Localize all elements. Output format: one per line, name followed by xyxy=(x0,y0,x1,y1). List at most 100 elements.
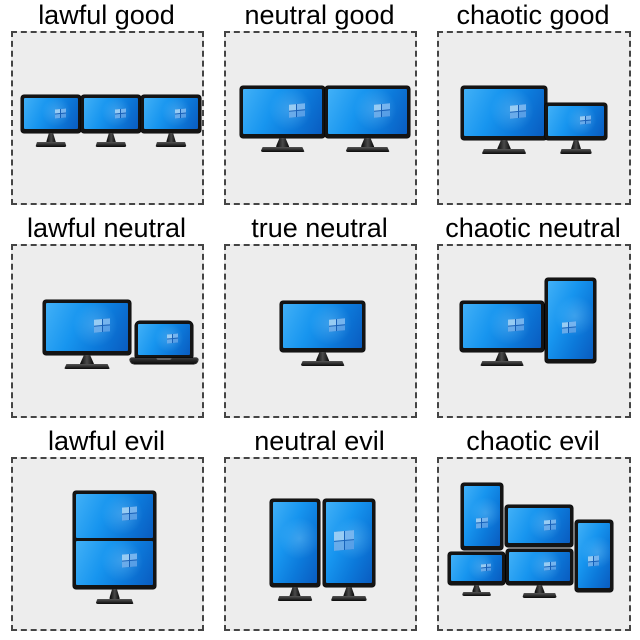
monitor-stand-neck xyxy=(534,585,545,593)
monitor-stand-neck xyxy=(289,587,301,596)
monitor-landscape xyxy=(505,505,573,547)
monitor-stand-base xyxy=(260,147,305,152)
panel-lawful-good xyxy=(11,31,204,205)
cell-title: lawful neutral xyxy=(26,213,187,243)
monitor-stand-base xyxy=(330,596,368,601)
monitor-landscape-small xyxy=(545,103,607,154)
monitor-portrait xyxy=(323,499,375,601)
monitor-landscape xyxy=(43,300,131,369)
monitor-screen xyxy=(508,508,570,543)
monitor-screen xyxy=(243,89,322,134)
monitor-landscape xyxy=(506,549,573,598)
monitor-screen-top xyxy=(76,494,153,538)
monitor-portrait xyxy=(270,499,320,601)
cell-title: lawful evil xyxy=(47,426,166,456)
monitor-screen-bottom xyxy=(76,541,153,585)
monitor-bezel xyxy=(545,103,607,140)
monitor-screen xyxy=(509,552,570,581)
panel-neutral-good xyxy=(224,31,417,205)
monitor-screen xyxy=(451,555,502,581)
laptop-bezel xyxy=(135,321,193,358)
windows-logo-icon xyxy=(55,108,67,118)
monitor-screen xyxy=(328,89,407,134)
panel-true-neutral xyxy=(224,244,417,418)
monitor-screen xyxy=(144,98,198,129)
monitor-screen xyxy=(84,98,138,129)
panel-lawful-evil xyxy=(11,457,204,631)
monitor-stand-neck xyxy=(571,140,581,149)
monitor-stand-neck xyxy=(109,589,120,599)
panel-chaotic-evil xyxy=(437,457,631,631)
monitor-bezel xyxy=(43,300,131,355)
monitor-screen xyxy=(24,98,78,129)
panel-lawful-neutral xyxy=(11,244,204,418)
panel-neutral-evil xyxy=(224,457,417,631)
windows-logo-icon xyxy=(122,506,138,522)
windows-logo-icon xyxy=(328,318,345,332)
monitor-landscape xyxy=(240,86,325,152)
monitor-stand-base xyxy=(95,142,127,147)
monitor-landscape xyxy=(280,301,365,366)
windows-logo-icon xyxy=(510,104,527,119)
monitor-stand-neck xyxy=(495,352,509,361)
monitor-landscape xyxy=(21,95,81,147)
monitor-screen xyxy=(578,523,610,588)
monitor-stand-neck xyxy=(343,587,355,596)
monitor-screen xyxy=(326,502,372,583)
monitor-stand-base xyxy=(522,593,557,598)
windows-logo-icon xyxy=(475,517,488,529)
monitor-bezel xyxy=(505,505,573,547)
stacked-screens xyxy=(76,494,153,585)
monitor-bezel xyxy=(81,95,141,133)
laptop-screen xyxy=(138,324,190,355)
cell-title: true neutral xyxy=(251,213,388,243)
monitor-stand-neck xyxy=(360,138,375,147)
monitor-screen xyxy=(464,89,544,136)
monitor-screen xyxy=(548,106,604,136)
monitor-portrait xyxy=(461,483,503,550)
cell-lawful-neutral: lawful neutral xyxy=(0,213,213,426)
cell-chaotic-evil: chaotic evil xyxy=(426,426,640,640)
monitor-stand-neck xyxy=(166,133,176,142)
cell-title: lawful good xyxy=(38,0,175,30)
windows-logo-icon xyxy=(175,108,187,118)
windows-logo-icon xyxy=(561,320,575,334)
laptop xyxy=(129,321,199,364)
monitor-stand-base xyxy=(64,364,110,369)
monitor-landscape xyxy=(325,86,410,152)
monitor-screen xyxy=(464,486,500,546)
windows-logo-icon xyxy=(580,115,592,126)
monitor-stand-base xyxy=(480,361,524,366)
monitor-landscape-large xyxy=(461,86,547,154)
windows-logo-icon xyxy=(122,553,138,569)
monitor-stand-base xyxy=(481,149,527,154)
monitor-bezel xyxy=(545,278,596,363)
cell-neutral-good: neutral good xyxy=(213,0,426,213)
monitor-stand-neck xyxy=(497,140,511,149)
cell-chaotic-neutral: chaotic neutral xyxy=(426,213,640,426)
cell-lawful-evil: lawful evil xyxy=(0,426,213,640)
monitor-screen xyxy=(283,304,362,348)
windows-logo-icon xyxy=(166,333,179,344)
windows-logo-icon xyxy=(480,563,491,572)
windows-logo-icon xyxy=(373,103,390,118)
monitor-landscape-small xyxy=(448,552,505,596)
monitor-screen xyxy=(463,304,541,348)
monitor-bezel xyxy=(141,95,201,133)
monitor-bezel xyxy=(461,483,503,550)
windows-logo-icon xyxy=(544,561,557,571)
monitor-bezel xyxy=(461,86,547,140)
cell-title: chaotic good xyxy=(456,0,610,30)
monitor-stand-base xyxy=(35,142,67,147)
monitor-stand-neck xyxy=(106,133,116,142)
cell-true-neutral: true neutral xyxy=(213,213,426,426)
monitor-bezel xyxy=(240,86,325,138)
monitor-bezel xyxy=(575,520,613,592)
windows-logo-icon xyxy=(334,530,355,552)
cell-chaotic-good: chaotic good xyxy=(426,0,640,213)
monitor-portrait xyxy=(545,278,596,363)
monitor-stand-base xyxy=(95,599,134,604)
cell-title: neutral evil xyxy=(254,426,385,456)
monitor-stand-neck xyxy=(46,133,56,142)
